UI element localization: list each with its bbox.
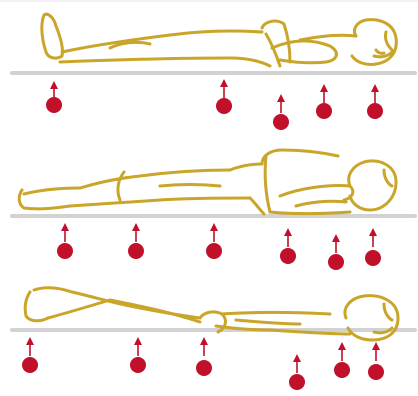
pressure-point-shoulder-3 [334,342,350,378]
figure-3-outline [25,288,398,340]
panel-2 [12,150,415,270]
pressure-point-heel-3 [22,337,38,373]
pressure-point-ear-2 [365,228,381,266]
pressure-point-back-1 [316,84,332,119]
pressure-points-1 [46,79,383,130]
pressure-points-2 [57,223,381,270]
pressure-point-back-3 [289,354,305,390]
figure-2-outline [19,150,396,214]
pressure-point-shoulder-2 [328,234,344,270]
pressure-point-head-1 [367,84,383,119]
pressure-point-calf-3 [130,337,146,373]
figure-1-outline [42,14,396,66]
pressure-point-buttock-1 [216,79,232,114]
panel-1 [12,14,415,130]
pressure-point-buttock-3 [196,337,212,376]
pressure-point-head-3 [368,342,384,380]
pressure-point-elbow-2 [280,228,296,264]
pressure-point-ankle-2 [57,223,73,259]
pressure-points-3 [22,337,384,390]
pressure-point-heel-1 [46,81,62,113]
panel-3 [12,288,415,390]
pressure-point-hip-1 [273,94,289,130]
pressure-point-hip-2 [206,223,222,259]
pressure-point-knee-2 [128,223,144,259]
